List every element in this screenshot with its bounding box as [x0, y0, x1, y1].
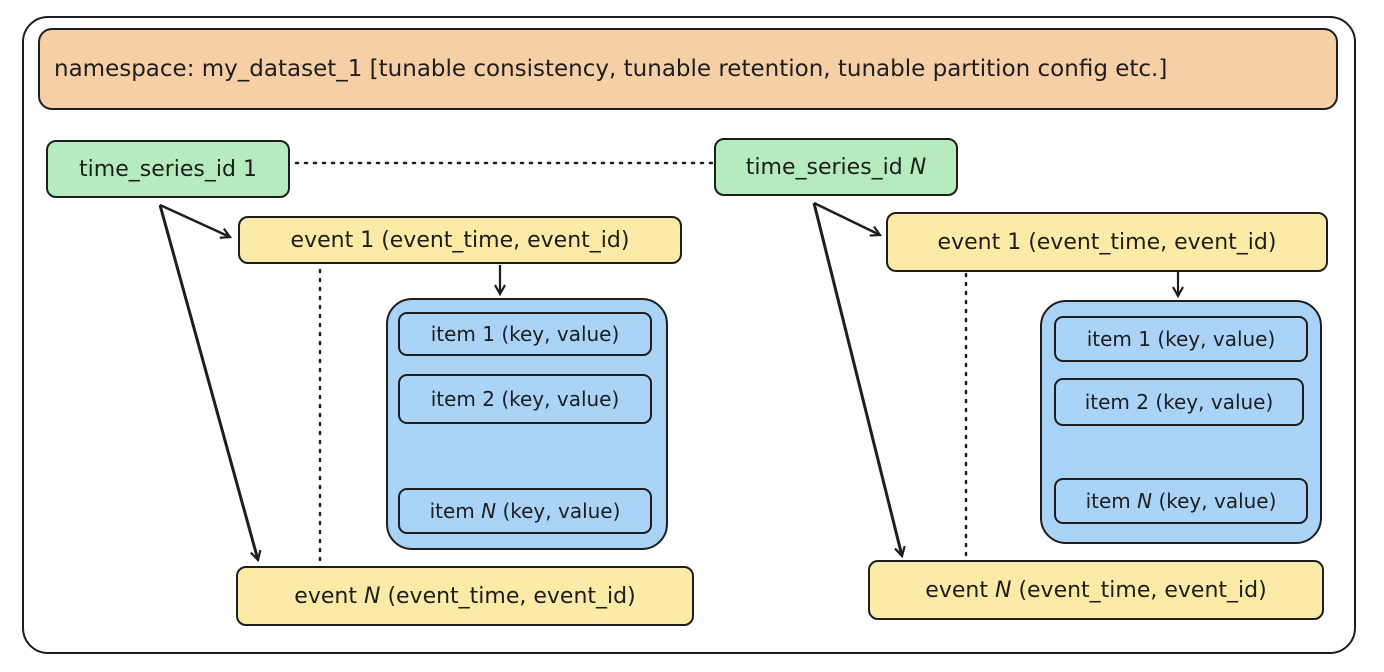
item-row: item 2 (key, value)	[398, 374, 652, 424]
left-arrow-to-event-1	[159, 203, 230, 237]
time-series-id-suffix: 1	[242, 156, 257, 182]
namespace-box: namespace: my_dataset_1 [tunable consist…	[38, 28, 1338, 110]
event-first-label: event 1 (event_time, event_id)	[937, 229, 1277, 255]
item-row: item N (key, value)	[1054, 478, 1308, 524]
event-last-box: event N (event_time, event_id)	[236, 566, 694, 626]
left-arrow-to-event-n	[158, 204, 258, 560]
right-arrow-to-event-n	[812, 202, 902, 556]
item-row: item 1 (key, value)	[398, 312, 652, 356]
time-series-id-label: time_series_id	[79, 156, 236, 182]
item-row: item N (key, value)	[398, 488, 652, 534]
right-arrow-to-event-1	[813, 201, 880, 235]
items-group	[386, 298, 668, 550]
items-group	[1040, 300, 1322, 544]
event-first-label: event 1 (event_time, event_id)	[290, 227, 630, 253]
event-last-box: event N (event_time, event_id)	[868, 560, 1324, 620]
time-series-box-1: time_series_id 1	[46, 140, 290, 198]
event-first-box: event 1 (event_time, event_id)	[238, 216, 682, 264]
item-row: item 2 (key, value)	[1054, 378, 1304, 426]
time-series-id-label: time_series_id	[745, 154, 903, 180]
event-first-box: event 1 (event_time, event_id)	[886, 212, 1328, 272]
outer-frame	[22, 16, 1356, 654]
namespace-label: namespace: my_dataset_1 [tunable consist…	[54, 56, 1168, 82]
time-series-box-n: time_series_id N	[714, 138, 958, 196]
time-series-id-suffix: N	[909, 154, 927, 180]
item-row: item 1 (key, value)	[1054, 316, 1308, 362]
